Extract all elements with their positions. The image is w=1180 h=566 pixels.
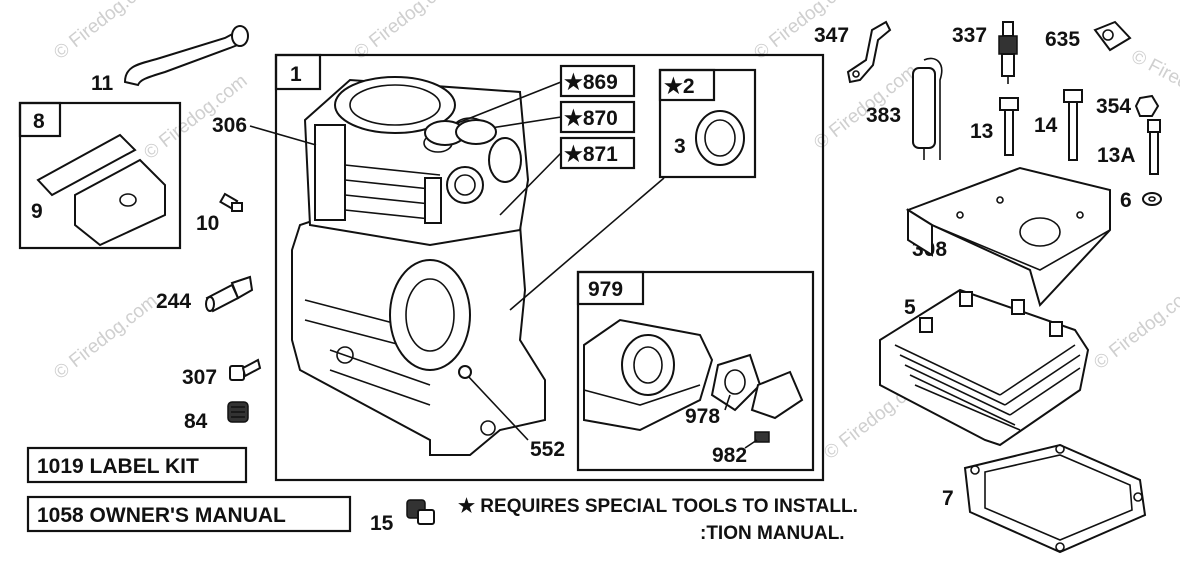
bolt-13: [999, 97, 1019, 156]
part-635-label: 635: [1045, 28, 1080, 51]
watermark: © Firedog.com: [50, 0, 161, 64]
stud-13a: [1147, 119, 1161, 175]
head-shield-308: [905, 166, 1111, 307]
breather-gasket: [36, 133, 137, 197]
part-347-label: 347: [814, 24, 849, 47]
bolt-14: [1063, 89, 1083, 161]
bracket-347: [846, 20, 892, 84]
part-10-label: 10: [196, 212, 219, 235]
plug-15: [406, 499, 435, 525]
part-14-label: 14: [1034, 114, 1058, 137]
part-307-label: 307: [182, 366, 217, 389]
special-tools-note-line2: :TION MANUAL.: [700, 523, 845, 544]
part-13a-label: 13A: [1097, 144, 1136, 167]
part-979-label: 979: [588, 278, 623, 301]
owners-manual-box: [26, 495, 352, 533]
label-kit-box: [26, 446, 248, 484]
part-870-label: ★870: [564, 107, 618, 130]
part-337-label: 337: [952, 24, 987, 47]
part-982-label: 982: [712, 444, 747, 467]
part-11-label: 11: [91, 72, 114, 95]
part-354-label: 354: [1096, 95, 1131, 118]
part-552-label: 552: [530, 438, 565, 461]
part-2-label: ★2: [664, 75, 695, 98]
part-13-label: 13: [970, 120, 993, 143]
plug-84: [227, 401, 249, 423]
nut-354: [1134, 94, 1160, 117]
head-gasket-7: [963, 443, 1147, 554]
spark-plug-337: [998, 21, 1018, 84]
part-8-label: 8: [33, 110, 45, 133]
gasket-978: [710, 353, 762, 412]
part-8-box: [18, 101, 182, 250]
terminal-635: [1093, 20, 1132, 52]
plate-982: [750, 370, 804, 420]
part-244-label: 244: [156, 290, 191, 313]
washer-6: [1142, 192, 1162, 206]
watermark: © Firedog.com: [50, 291, 161, 384]
special-tools-note: ★ REQUIRES SPECIAL TOOLS TO INSTALL.: [458, 496, 858, 517]
seal: [695, 110, 745, 166]
part-979-box: [576, 270, 815, 472]
part-5-label: 5: [904, 296, 916, 319]
part-3-label: 3: [674, 135, 686, 158]
part-383-label: 383: [866, 104, 901, 127]
breather-tube: [123, 28, 247, 87]
cylinder-group-box: [274, 53, 825, 482]
label-kit-text: 1019 LABEL KIT: [37, 455, 199, 478]
watermark: © Firedog.com: [1090, 281, 1180, 374]
part-6-label: 6: [1120, 189, 1132, 212]
part-871-label: ★871: [564, 143, 618, 166]
part-869-tag: [559, 64, 636, 98]
cylinder-block: [291, 76, 546, 456]
cylinder-head-5: [879, 288, 1090, 447]
part-7-label: 7: [942, 487, 954, 510]
intake-port-detail: [583, 318, 804, 443]
part-306-label: 306: [212, 114, 247, 137]
screw-10: [219, 192, 243, 212]
part-979-tag: [576, 270, 645, 306]
part-978-label: 978: [685, 405, 720, 428]
stop-switch-383: [912, 57, 943, 160]
part-1-label: 1: [290, 63, 302, 86]
owners-manual-text: 1058 OWNER'S MANUAL: [37, 504, 286, 527]
part-8-tag: [18, 101, 62, 138]
part-869-label: ★869: [564, 71, 618, 94]
part-84-label: 84: [184, 410, 208, 433]
part-2-tag: [658, 68, 716, 102]
kit-869-870-871: ★869 ★870 ★871: [424, 64, 636, 216]
fitting-244: [205, 275, 254, 313]
bolt-307: [229, 358, 262, 381]
part-1-tag: [274, 53, 322, 91]
part-9-label: 9: [31, 200, 43, 223]
part-15-label: 15: [370, 512, 394, 535]
